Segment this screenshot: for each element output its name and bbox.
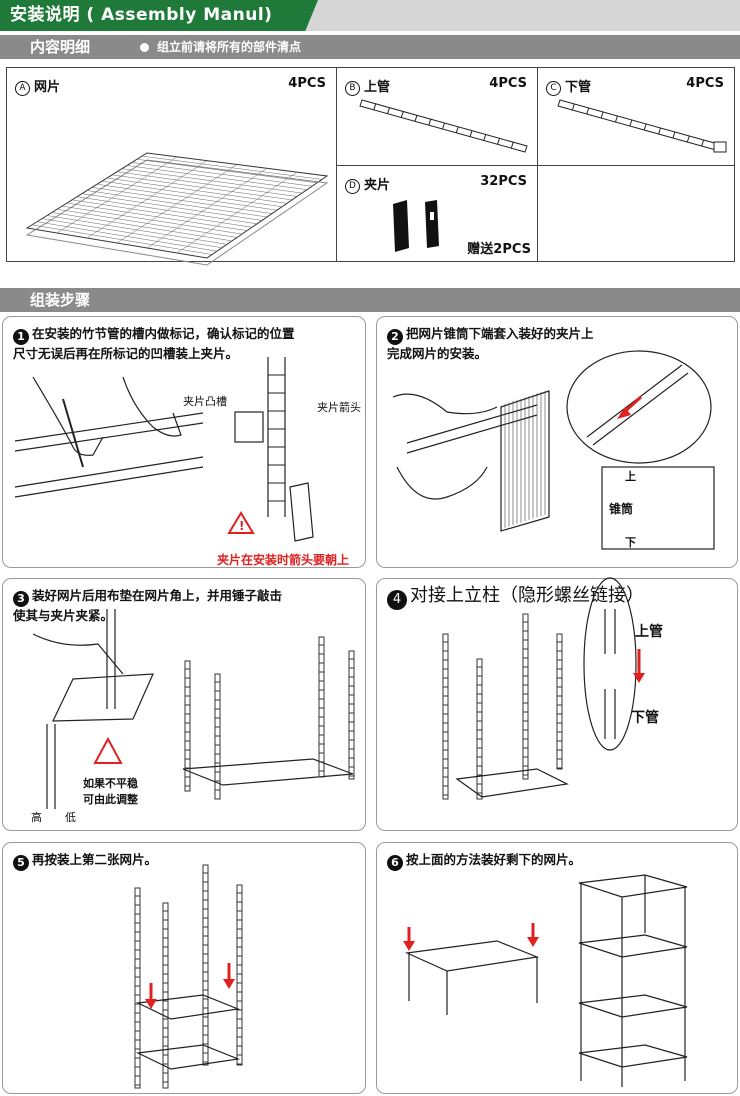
part-count: 32PCS [480,174,527,189]
cone-top-label: 上 [625,470,636,483]
clip-arrow-label: 夹片箭头 [317,401,361,414]
part-name: 上管 [364,80,391,95]
page-title: 安装说明 ( Assembly Manul) [0,0,318,31]
part-name: 下管 [565,80,592,95]
assembly-title: 组装步骤 [30,291,91,309]
contents-title: 内容明细 [30,38,91,56]
part-count: 4PCS [288,76,326,91]
step-6-illustration [403,874,688,1087]
gift-note: 赠送2PCS [467,242,531,257]
upper-pipe-illustration [359,99,528,153]
svg-text:!: ! [239,519,244,533]
assembly-bar: 组装步骤 [0,288,740,312]
contents-bar: 内容明细 组立前请将所有的部件清点 [0,35,740,59]
bullet-icon [140,43,149,52]
cone-label: 锥筒 [609,502,634,516]
step-4-illustration [442,577,645,800]
uneven-note-2: 可由此调整 [83,793,138,806]
step-3-illustration [32,609,355,809]
part-letter: A [15,81,30,96]
clip-groove-label: 夹片凸槽 [183,395,227,408]
part-letter: C [546,81,561,96]
high-label: 高 [31,811,42,824]
step-2-illustration [392,350,715,550]
lower-pipe-illustration [557,99,727,153]
part-a-cell: A 网片 4PCS [7,68,337,266]
warning-note: 夹片在安装时箭头要朝上 [217,553,350,567]
part-name: 网片 [34,80,61,95]
part-d-cell: D 夹片 32PCS 赠送2PCS [337,166,538,261]
part-letter: D [345,179,360,194]
low-label: 低 [65,811,76,824]
empty-cell [538,166,734,261]
step-5-illustration [134,864,243,1089]
contents-note: 组立前请将所有的部件清点 [140,35,301,59]
lower-pipe-label: 下管 [631,710,659,726]
part-name: 夹片 [364,178,391,193]
part-count: 4PCS [489,76,527,91]
wire-shelf-illustration [25,152,329,266]
part-c-cell: C 下管 4PCS [538,68,734,166]
clip-illustration [393,200,439,252]
step-1-illustration: ! [14,357,314,542]
part-count: 4PCS [686,76,724,91]
part-b-cell: B 上管 4PCS [337,68,538,166]
uneven-note-1: 如果不平稳 [83,777,138,790]
parts-table: A 网片 4PCS B 上管 4PCS C 下管 4PCS D 夹片 32PCS [6,67,735,266]
cone-bottom-label: 下 [625,536,636,549]
upper-pipe-label: 上管 [635,624,663,640]
part-letter: B [345,81,360,96]
